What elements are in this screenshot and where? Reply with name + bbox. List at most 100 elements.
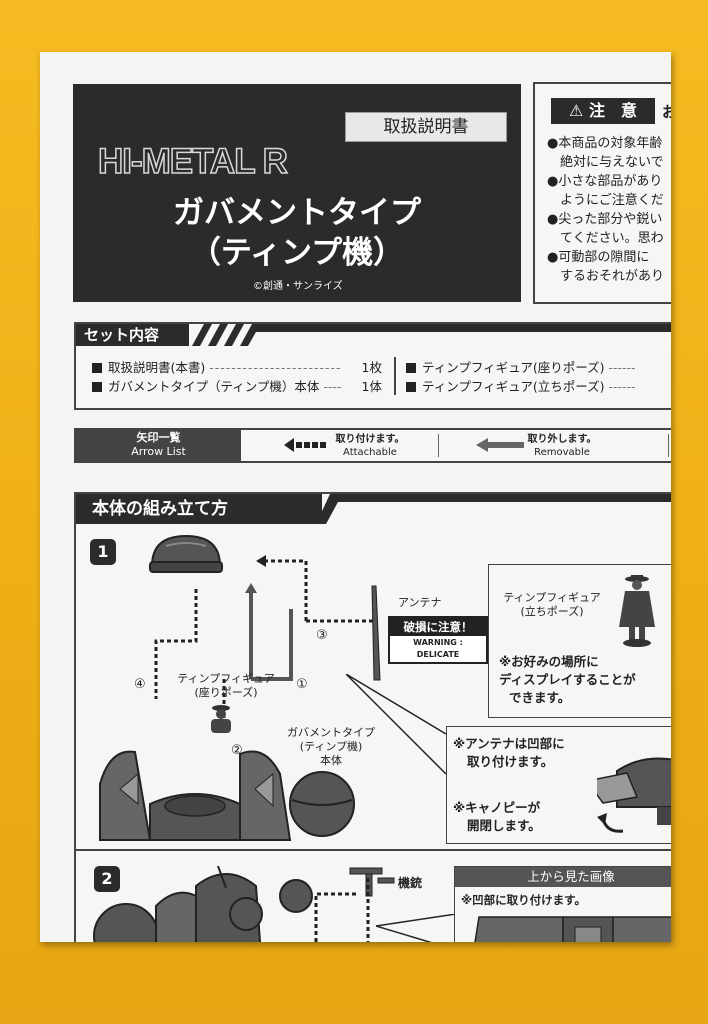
column-divider xyxy=(394,357,396,395)
set-item-1: 取扱説明書(本書) ------------------------ 1枚 xyxy=(92,357,382,376)
caution-heading: ⚠ 注 意 xyxy=(551,98,655,124)
attach-arrow-icon xyxy=(284,438,326,452)
attach-en: Attachable xyxy=(343,447,397,458)
mech-body-illustration xyxy=(99,750,355,841)
canopy-detail-illustration xyxy=(597,757,671,833)
top-view-inset: 上から見た画像 ※凹部に取り付けます。 xyxy=(454,866,671,942)
top-view-heading: 上から見た画像 xyxy=(455,867,671,887)
caution-line: ●本商品の対象年齢 xyxy=(547,136,663,151)
arrow-divider xyxy=(668,434,669,457)
set-item-2: ガバメントタイプ（ティンプ機）本体 ---- 1体 xyxy=(92,376,382,395)
assembly-heading-text: 本体の組み立て方 xyxy=(92,499,228,519)
antenna-note-2: 取り付けます。 xyxy=(467,754,554,769)
display-note: ※お好みの場所に ディスプレイすることが できます。 xyxy=(499,653,636,707)
seated-figure-label-1: ティンプフィギュア xyxy=(177,672,275,685)
hi-metal-r-logo: HI-METAL R xyxy=(97,141,288,182)
set-item-name: 取扱説明書(本書) xyxy=(108,360,206,375)
display-note-2: ディスプレイすることが xyxy=(499,672,636,687)
body-label-3: 本体 xyxy=(320,754,342,767)
caution-box: ⚠ 注 意 お ●本商品の対象年齢 絶対に与えないで ●小さな部品があり ように… xyxy=(533,82,671,304)
antenna-note: ※アンテナは凹部に 取り付けます。 xyxy=(453,735,565,771)
remove-jp: 取り外します。 xyxy=(527,434,597,445)
standing-figure-label-2: (立ちポーズ) xyxy=(520,605,584,618)
set-item-qty: 1体 xyxy=(361,379,382,394)
body-label-2: (ティンプ機) xyxy=(299,740,363,753)
remove-arrow-icon xyxy=(476,438,524,452)
bullet-square-icon xyxy=(406,382,416,392)
arrow-list-heading: 矢印一覧 Arrow List xyxy=(76,430,241,462)
bullet-square-icon xyxy=(406,363,416,373)
step-separator xyxy=(76,849,671,851)
caution-line: ●尖った部分や鋭い xyxy=(547,212,663,227)
warning-tag: 破損に注意！ WARNING : DELICATE xyxy=(388,616,488,664)
arrow-number-1: ① xyxy=(296,677,308,692)
canopy-detail-inset: ※アンテナは凹部に 取り付けます。 ※キャノピーが 開閉します。 xyxy=(446,726,671,844)
canopy-note-2: 開閉します。 xyxy=(467,818,541,833)
arrow-list-en: Arrow List xyxy=(131,445,186,458)
seated-figure-illustration xyxy=(211,705,231,733)
antenna-part-illustration xyxy=(371,585,381,681)
attach-label: 取り付けます。 Attachable xyxy=(334,433,406,459)
set-contents-heading-text: セット内容 xyxy=(84,326,160,344)
step2-arrows xyxy=(314,878,370,942)
bullet-square-icon xyxy=(92,363,102,373)
body-label: ガバメントタイプ (ティンプ機) 本体 xyxy=(286,726,376,768)
assembly-panel: 本体の組み立て方 1 ③ ④ ① ② ティンプフィ xyxy=(74,492,671,942)
caution-heading-extra: お xyxy=(662,103,671,121)
set-item-name: ティンプフィギュア(立ちポーズ) xyxy=(422,379,605,394)
caution-line: ようにご注意くだ xyxy=(547,193,664,208)
set-item-qty: 1枚 xyxy=(361,360,382,375)
set-contents-heading: セット内容 xyxy=(76,324,189,346)
set-item-name: ガバメントタイプ（ティンプ機）本体 xyxy=(108,379,320,394)
instruction-sheet: HI-METAL R 取扱説明書 ガバメントタイプ （ティンプ機） ©創通・サン… xyxy=(40,52,671,942)
step-2-badge: 2 xyxy=(94,866,120,892)
manual-label: 取扱説明書 xyxy=(345,112,507,142)
assembly-arrows xyxy=(154,555,376,729)
caution-line: ●小さな部品があり xyxy=(547,174,663,189)
step2-leader-lines xyxy=(376,914,456,942)
standing-figure-illustration xyxy=(619,575,655,647)
product-title-line1: ガバメントタイプ xyxy=(173,195,421,231)
seated-figure-label-2: (座りポーズ) xyxy=(194,686,258,699)
antenna-label: アンテナ xyxy=(398,596,442,609)
caution-line: てください。思わ xyxy=(547,231,664,246)
seated-figure-label: ティンプフィギュア (座りポーズ) xyxy=(171,672,281,700)
warning-en-1: WARNING : xyxy=(413,638,463,647)
heading-stripe xyxy=(316,494,671,524)
bullet-square-icon xyxy=(92,382,102,392)
recess-note: ※凹部に取り付けます。 xyxy=(461,893,587,907)
remove-en: Removable xyxy=(534,447,590,458)
body-label-1: ガバメントタイプ xyxy=(287,726,375,739)
antenna-note-1: ※アンテナは凹部に xyxy=(453,736,565,751)
caution-line: するおそれがあり xyxy=(547,269,665,284)
heading-stripes xyxy=(192,324,671,346)
arrow-list-bar: 矢印一覧 Arrow List 取り付けます。 Attachable 取り外しま… xyxy=(74,428,671,463)
caution-lines: ●本商品の対象年齢 絶対に与えないで ●小さな部品があり ようにご注意くだ ●尖… xyxy=(547,134,664,286)
copyright: ©創通・サンライズ xyxy=(253,281,343,292)
assembly-heading: 本体の組み立て方 xyxy=(76,494,322,524)
attach-jp: 取り付けます。 xyxy=(335,434,405,445)
arrow-number-2: ② xyxy=(231,743,243,758)
top-view-illustration xyxy=(474,916,671,942)
warning-jp: 破損に注意！ xyxy=(390,618,486,636)
remove-label: 取り外します。 Removable xyxy=(526,433,598,459)
canopy-note: ※キャノピーが 開閉します。 xyxy=(453,799,541,835)
set-contents-panel: セット内容 取扱説明書(本書) ------------------------… xyxy=(74,322,671,410)
arrow-number-4: ④ xyxy=(134,677,146,692)
caution-line: 絶対に与えないで xyxy=(547,155,664,170)
display-note-1: ※お好みの場所に xyxy=(499,654,599,669)
step2-body-illustration xyxy=(93,866,313,942)
leader-lines xyxy=(346,674,447,775)
warning-en-2: DELICATE xyxy=(416,650,460,659)
arrow-number-3: ③ xyxy=(316,628,328,643)
set-item-3: ティンプフィギュア(座りポーズ) ------ 1 xyxy=(406,357,671,376)
caution-line: ●可動部の隙間に xyxy=(547,250,650,265)
product-title-line2: （ティンプ機） xyxy=(189,235,405,271)
canopy-note-1: ※キャノピーが xyxy=(453,800,541,815)
step-1-badge: 1 xyxy=(90,539,116,565)
canopy-part-illustration xyxy=(149,534,223,573)
arrow-list-jp: 矢印一覧 xyxy=(136,431,181,444)
standing-figure-inset: ティンプフィギュア (立ちポーズ) ※お好みの場所に ディスプレイすることが で… xyxy=(488,564,671,718)
standing-figure-label: ティンプフィギュア (立ちポーズ) xyxy=(497,591,607,619)
header-box: HI-METAL R 取扱説明書 ガバメントタイプ （ティンプ機） ©創通・サン… xyxy=(73,84,521,302)
